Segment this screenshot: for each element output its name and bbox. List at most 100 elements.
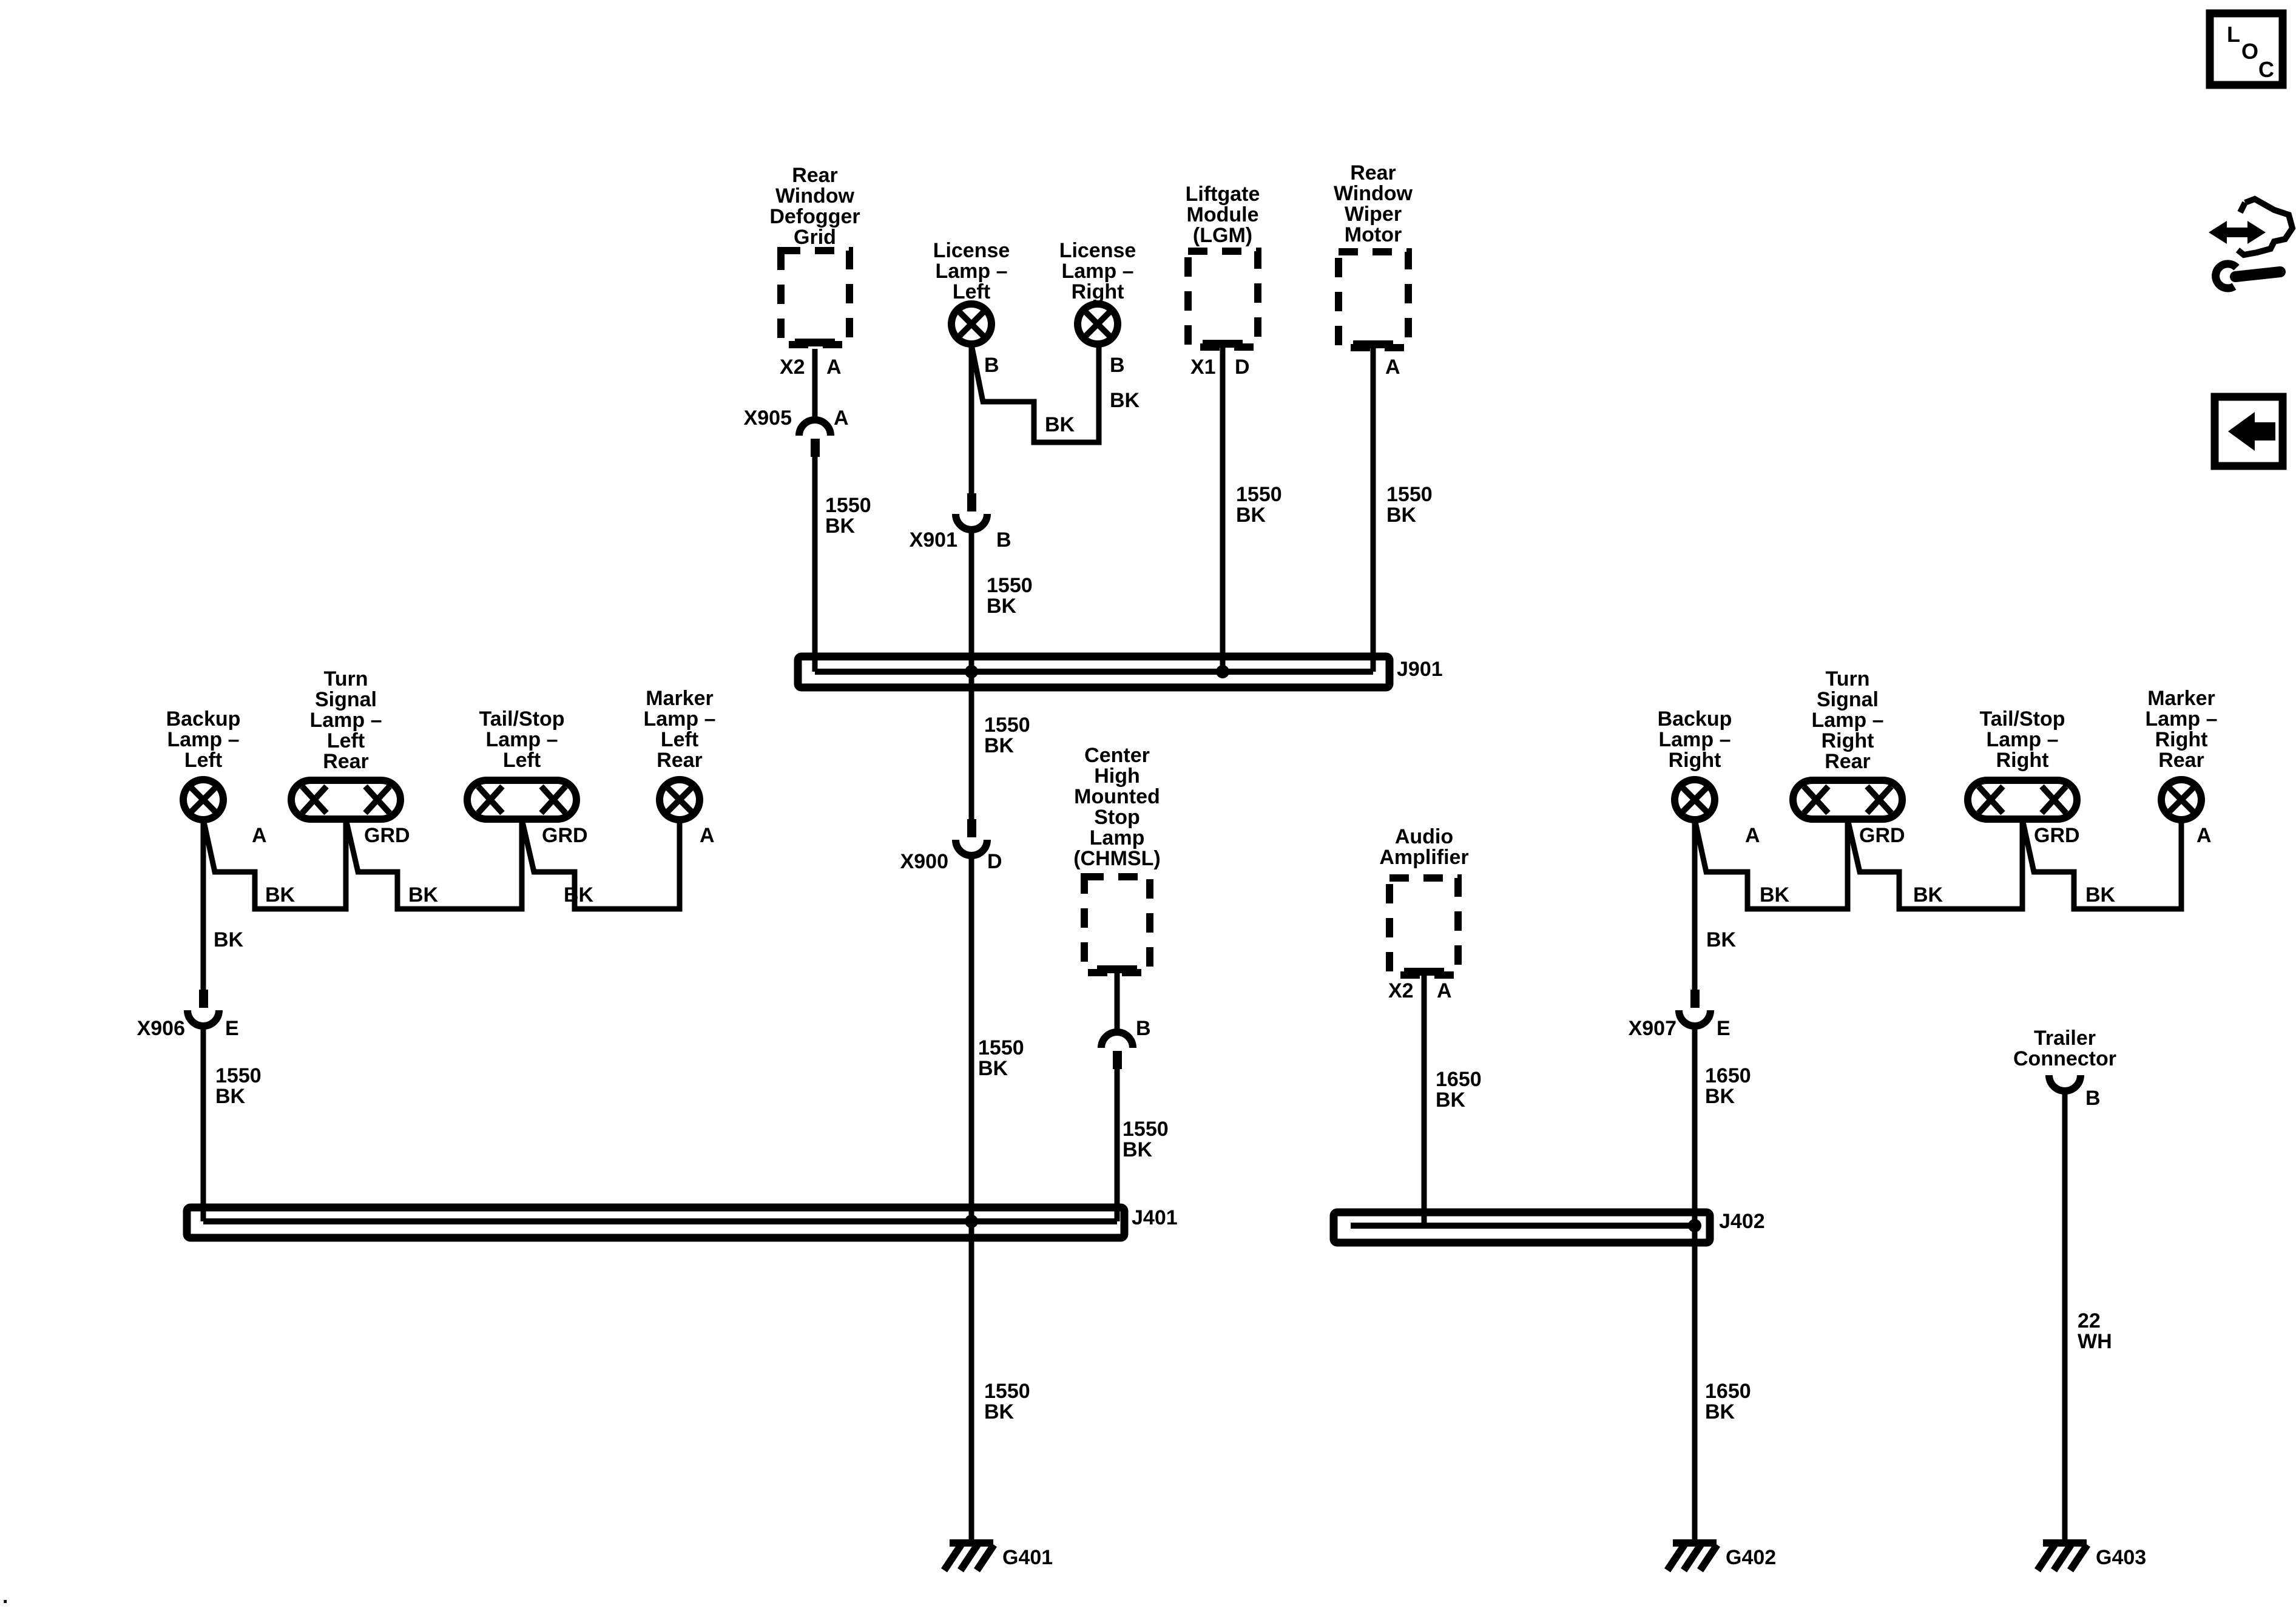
pin-label-chmsl-b: B [1136, 1017, 1151, 1040]
pin-label-x907-e: E [1717, 1017, 1730, 1040]
junction-label-j901: J901 [1397, 658, 1443, 681]
pin-label-backup-left-a: A [252, 824, 267, 847]
wire-label-1550-chmsl: 1550 BK [1123, 1118, 1169, 1161]
pin-label-amp-x2: X2 [1388, 979, 1414, 1002]
junction-label-j401: J401 [1132, 1206, 1178, 1229]
wire-label-1550-g401: 1550 BK [984, 1380, 1030, 1423]
component-label-audio-amp: Audio Amplifier [1379, 825, 1469, 869]
component-label-turn-right: Turn Signal Lamp – Right Rear [1811, 667, 1884, 773]
ground-symbol-g403 [2034, 1539, 2090, 1573]
loc-box-icon[interactable] [2206, 9, 2287, 89]
pin-label-lgm-d: D [1235, 356, 1250, 379]
component-label-chmsl: Center High Mounted Stop Lamp (CHMSL) [1073, 744, 1161, 870]
junction-j402 [1329, 1208, 1714, 1247]
junction-dots [965, 665, 1701, 1232]
component-label-wiper: Rear Window Wiper Motor [1334, 161, 1413, 246]
pin-label-trailer-b: B [2085, 1087, 2101, 1110]
wire-label-bk-right-3: BK [2085, 883, 2116, 906]
splice-label-x901: X901 [909, 528, 957, 552]
ground-label-g403: G403 [2096, 1546, 2147, 1569]
connector-trailer [2045, 1075, 2084, 1095]
component-box-wiper [1335, 248, 1412, 351]
wire-label-1550-defogger: 1550 BK [825, 494, 871, 538]
component-label-defogger: Rear Window Defogger Grid [769, 164, 860, 249]
lamp-symbol-tail-left [464, 777, 580, 823]
wire-label-bk-left-3: BK [564, 883, 594, 906]
component-label-tail-right: Tail/Stop Lamp – Right [1979, 707, 2065, 772]
pin-label-license-left-b: B [984, 354, 999, 377]
wire-label-bk-left-1: BK [265, 883, 295, 906]
splice-x900 [952, 819, 991, 859]
splice-label-x907: X907 [1628, 1017, 1676, 1040]
component-box-defogger [777, 247, 853, 348]
pin-label-wiper-a: A [1385, 356, 1400, 379]
pin-label-turn-right-grd: GRD [1859, 824, 1905, 847]
pin-label-x900-d: D [987, 850, 1002, 873]
wire-label-1550-wiper: 1550 BK [1386, 483, 1433, 527]
lamp-symbol-turn-left [288, 777, 404, 823]
splice-x901 [952, 493, 991, 533]
wire-label-1650-g402: 1650 BK [1705, 1380, 1751, 1423]
component-pin-stubs [795, 339, 1444, 976]
junction-label-j402: J402 [1719, 1210, 1765, 1233]
vehicle-wrench-icon[interactable] [2209, 195, 2296, 292]
wire-label-bk-right-chain: BK [1706, 928, 1737, 951]
splice-label-x900: X900 [900, 850, 948, 873]
pin-label-x905-a: A [834, 407, 849, 430]
wire-label-bk-license-mid: BK [1045, 413, 1075, 436]
pin-label-marker-left-a: A [700, 824, 715, 847]
pin-label-tail-right-grd: GRD [2034, 824, 2080, 847]
pin-label-turn-left-grd: GRD [364, 824, 410, 847]
component-label-marker-left: Marker Lamp – Left Rear [643, 687, 716, 772]
splice-x907 [1675, 990, 1714, 1030]
wire-label-bk-left-2: BK [408, 883, 439, 906]
wire-label-bk-left-chain: BK [214, 928, 244, 951]
ground-symbol-g401 [941, 1539, 997, 1573]
splice-x906 [184, 990, 223, 1030]
ground-label-g402: G402 [1726, 1546, 1777, 1569]
loc-letter-o: O [2241, 39, 2259, 64]
pin-label-tail-left-grd: GRD [542, 824, 588, 847]
pin-label-license-right-b: B [1110, 354, 1125, 377]
component-label-backup-right: Backup Lamp – Right [1657, 707, 1732, 772]
component-box-audio-amp [1386, 874, 1462, 979]
lamp-symbol-license-left [948, 300, 995, 348]
pin-label-marker-right-a: A [2196, 824, 2212, 847]
component-label-trailer: Trailer Connector [2013, 1027, 2116, 1070]
lamp-symbol-tail-right [1964, 777, 2081, 823]
lamp-symbol-marker-left [656, 776, 703, 823]
pin-label-defogger-x2: X2 [780, 356, 805, 379]
wire-label-1650-x907: 1650 BK [1705, 1064, 1751, 1108]
lamp-symbol-marker-right [2158, 776, 2205, 823]
wires [200, 344, 2184, 1543]
pin-label-x901-b: B [996, 528, 1011, 552]
loc-letter-c: C [2258, 57, 2274, 82]
connector-chmsl-b [1098, 1028, 1136, 1069]
back-arrow-icon[interactable] [2210, 393, 2287, 470]
pin-label-lgm-x1: X1 [1190, 356, 1216, 379]
wire-label-1650-amp: 1650 BK [1436, 1068, 1482, 1112]
junction-j901 [794, 652, 1394, 692]
component-label-license-right: License Lamp – Right [1059, 239, 1136, 303]
wire-label-22wh-trailer: 22 WH [2078, 1309, 2112, 1353]
splice-label-x906: X906 [137, 1017, 185, 1040]
lamp-symbol-license-right [1074, 300, 1121, 348]
pin-label-x906-e: E [225, 1017, 239, 1040]
component-label-license-left: License Lamp – Left [933, 239, 1010, 303]
wire-label-bk-right-2: BK [1913, 883, 1943, 906]
component-box-chmsl [1081, 873, 1153, 976]
wire-label-bk-license-right: BK [1110, 389, 1140, 412]
footer-dot: . [2, 1585, 8, 1608]
splice-x905 [795, 416, 834, 457]
ground-symbol-g402 [1664, 1539, 1720, 1573]
component-label-lgm: Liftgate Module (LGM) [1185, 183, 1260, 247]
wire-label-1550-lgm: 1550 BK [1236, 483, 1282, 527]
wire-label-1550-below-x900: 1550 BK [978, 1036, 1024, 1080]
lamp-symbol-turn-right [1789, 777, 1906, 823]
pin-label-amp-a: A [1437, 979, 1452, 1002]
wire-label-bk-right-1: BK [1760, 883, 1790, 906]
wire-label-1550-x906: 1550 BK [215, 1064, 262, 1108]
component-label-tail-left: Tail/Stop Lamp – Left [479, 707, 565, 772]
